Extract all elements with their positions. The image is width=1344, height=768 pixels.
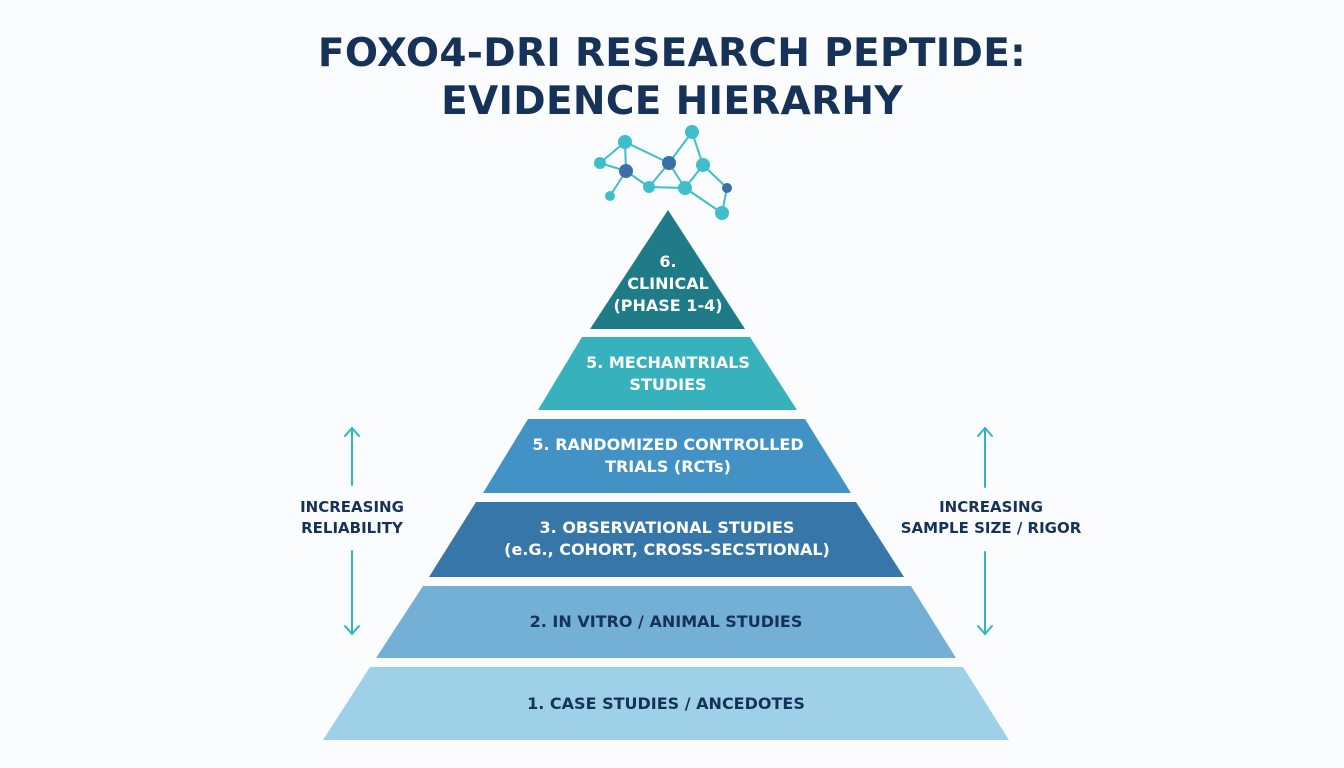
molecule-network-icon — [594, 125, 732, 220]
tier-2-label: 2. IN VITRO / ANIMAL STUDIES — [530, 611, 803, 633]
tier-6-label-line-1: 6. — [659, 252, 677, 271]
page-title: FOXO4-DRI RESEARCH PEPTIDE: EVIDENCE HIE… — [0, 30, 1344, 126]
tier-1-label-line-1: 1. CASE STUDIES / ANCEDOTES — [527, 694, 805, 713]
left-axis-label-line-2: RELIABILITY — [301, 519, 403, 537]
tier-6-label: 6. CLINICAL (PHASE 1-4) — [613, 251, 722, 317]
pyramid-tier-3 — [429, 502, 904, 577]
right-axis-label: INCREASING SAMPLE SIZE / RIGOR — [901, 497, 1082, 539]
tier-5-label-line-1: 5. MECHANTRIALS — [586, 353, 750, 372]
pyramid-tier-4 — [483, 419, 851, 493]
pyramid-tier-2 — [376, 586, 956, 658]
molecule-atom — [678, 181, 692, 195]
left-axis-label: INCREASING RELIABILITY — [300, 497, 404, 539]
molecule-atom — [715, 206, 729, 220]
left-axis-label-line-1: INCREASING — [300, 498, 404, 516]
right-axis-label-line-1: INCREASING — [939, 498, 1043, 516]
tier-5-label: 5. MECHANTRIALS STUDIES — [586, 352, 750, 396]
molecule-bond — [624, 141, 670, 164]
title-line-2: EVIDENCE HIERARHY — [441, 79, 903, 124]
pyramid-tier-5 — [538, 337, 797, 410]
tier-4-label-line-1: 5. RANDOMIZED CONTROLLED — [532, 435, 804, 454]
molecule-atom — [685, 125, 699, 139]
tier-5-label-line-2: STUDIES — [629, 375, 707, 394]
title-line-1: FOXO4-DRI RESEARCH PEPTIDE: — [317, 31, 1027, 76]
right-down-arrow-icon — [977, 551, 993, 635]
molecule-atom — [605, 191, 615, 201]
tier-2-label-line-1: 2. IN VITRO / ANIMAL STUDIES — [529, 612, 803, 631]
tier-3-label-line-2: (e.G., COHORT, CROSS-SECSTIONAL) — [504, 540, 830, 559]
molecule-atom — [594, 157, 606, 169]
tier-6-label-line-3: (PHASE 1-4) — [613, 296, 723, 315]
tier-3-label-line-1: 3. OBSERVATIONAL STUDIES — [539, 518, 795, 537]
molecule-atom — [722, 183, 732, 193]
tier-3-label: 3. OBSERVATIONAL STUDIES (e.G., COHORT, … — [504, 517, 830, 561]
right-axis-label-line-2: SAMPLE SIZE / RIGOR — [900, 519, 1082, 537]
tier-6-label-line-2: CLINICAL — [627, 274, 709, 293]
left-up-arrow-icon — [344, 427, 360, 486]
molecule-atom — [619, 164, 633, 178]
molecule-atom — [618, 135, 632, 149]
molecule-atom — [662, 156, 676, 170]
tier-4-label: 5. RANDOMIZED CONTROLLED TRIALS (RCTs) — [532, 434, 803, 478]
molecule-atom — [696, 158, 710, 172]
tier-4-label-line-2: TRIALS (RCTs) — [605, 457, 731, 476]
tier-1-label: 1. CASE STUDIES / ANCEDOTES — [527, 693, 805, 715]
molecule-bond — [684, 187, 723, 214]
pyramid-tier-6 — [590, 210, 745, 329]
left-down-arrow-icon — [344, 550, 360, 635]
right-up-arrow-icon — [977, 427, 993, 488]
molecule-atom — [643, 181, 655, 193]
pyramid-tier-1 — [323, 667, 1009, 740]
